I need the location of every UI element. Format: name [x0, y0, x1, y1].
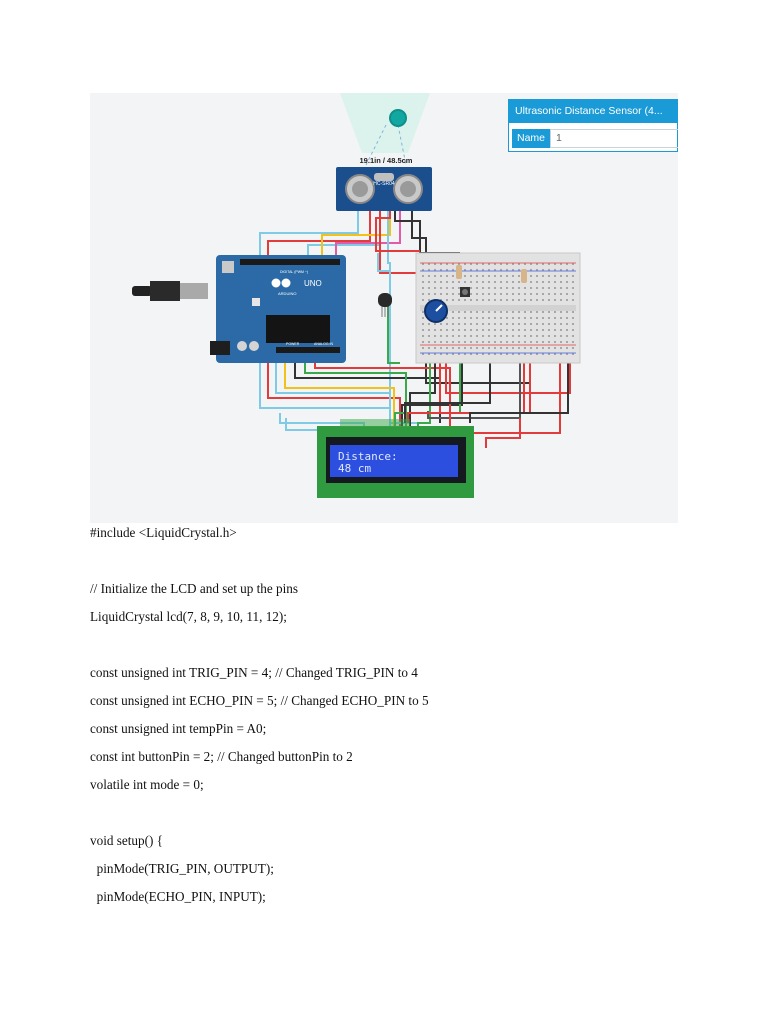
code-line: const unsigned int ECHO_PIN = 5; // Chan…	[90, 693, 429, 708]
code-line: const unsigned int TRIG_PIN = 4; // Chan…	[90, 665, 418, 680]
lcd-module[interactable]: Distance: 48 cm	[317, 419, 474, 498]
sensor-reading: 19.1in / 48.5cm	[360, 156, 413, 165]
code-line: void setup() {	[90, 833, 163, 848]
code-line: pinMode(TRIG_PIN, OUTPUT);	[90, 861, 274, 876]
name-input[interactable]: 1	[550, 129, 678, 148]
code-line: LiquidCrystal lcd(7, 8, 9, 10, 11, 12);	[90, 609, 287, 624]
name-label: Name	[512, 129, 550, 148]
arduino-analog-label: ANALOG IN	[314, 342, 334, 346]
arduino-power-label: POWER	[286, 342, 300, 346]
resistors	[456, 265, 527, 283]
sensor-cone	[340, 93, 430, 166]
potentiometer[interactable]	[424, 299, 448, 323]
code-line: #include <LiquidCrystal.h>	[90, 525, 237, 540]
panel-title: Ultrasonic Distance Sensor (4...	[509, 100, 677, 123]
name-row: Name 1	[512, 129, 678, 148]
arduino-digital-label: DIGITAL (PWM ~)	[280, 270, 308, 274]
temperature-sensor[interactable]	[378, 293, 392, 317]
target-object[interactable]	[389, 109, 407, 127]
push-button[interactable]	[460, 287, 470, 297]
code-line: volatile int mode = 0;	[90, 777, 204, 792]
code-line: // Initialize the LCD and set up the pin…	[90, 581, 299, 596]
arduino-board[interactable]: UNO ARDUINO DIGITAL (PWM ~) POWER ANALOG…	[210, 255, 346, 363]
code-line: const int buttonPin = 2; // Changed butt…	[90, 749, 353, 764]
code-line: pinMode(ECHO_PIN, INPUT);	[90, 889, 266, 904]
code-listing: #include <LiquidCrystal.h> // Initialize …	[90, 521, 429, 913]
code-line: const unsigned int tempPin = A0;	[90, 721, 267, 736]
sensor-model-label: HC-SR04	[373, 181, 395, 187]
lcd-line-1: Distance:	[338, 450, 398, 463]
code-line	[90, 633, 429, 661]
usb-cable	[132, 281, 208, 301]
code-line	[90, 801, 429, 829]
component-properties-panel: Ultrasonic Distance Sensor (4... Name 1	[508, 99, 678, 152]
arduino-brand: ARDUINO	[278, 291, 296, 296]
arduino-model: UNO	[304, 279, 322, 288]
ultrasonic-sensor[interactable]: HC-SR04	[336, 167, 432, 211]
circuit-screenshot: HC-SR04 19.1in / 48.5cm UNO ARDUINO DIGI…	[90, 93, 678, 523]
lcd-line-2: 48 cm	[338, 462, 371, 475]
code-line	[90, 549, 429, 577]
